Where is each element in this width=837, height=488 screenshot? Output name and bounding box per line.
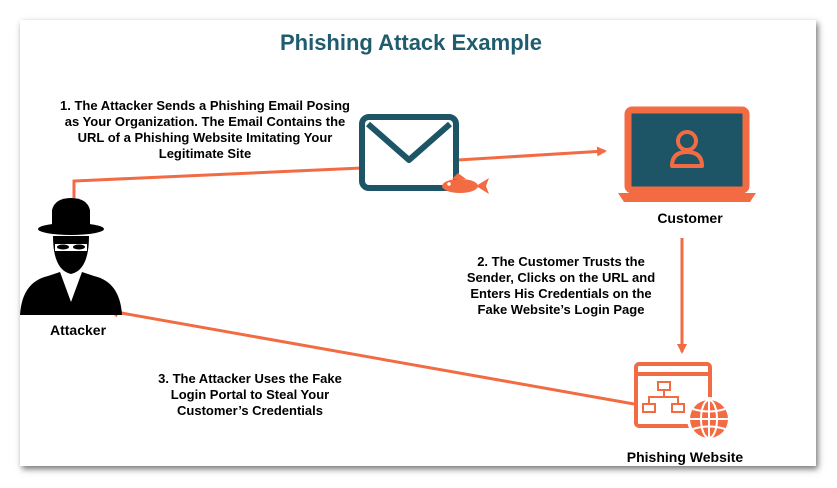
hacker-icon: [20, 198, 122, 315]
user-icon: [670, 130, 704, 168]
globe-icon: [687, 397, 731, 441]
arrow-attacker-to-customer: [72, 146, 607, 198]
phishing-website-label: Phishing Website: [626, 449, 744, 465]
envelope-icon: [359, 114, 459, 191]
diagram-title: Phishing Attack Example: [279, 30, 543, 55]
arrow-website-to-attacker: [108, 307, 635, 406]
customer-label: Customer: [657, 210, 723, 226]
fish-icon: [442, 173, 489, 194]
step-1-label: 1. The Attacker Sends a Phishing Email P…: [60, 98, 350, 161]
step-2-label: 2. The Customer Trusts the Sender, Click…: [466, 254, 656, 317]
laptop-icon: [618, 106, 756, 202]
step-3-label: 3. The Attacker Uses the Fake Login Port…: [158, 371, 342, 418]
attacker-label: Attacker: [49, 322, 107, 338]
